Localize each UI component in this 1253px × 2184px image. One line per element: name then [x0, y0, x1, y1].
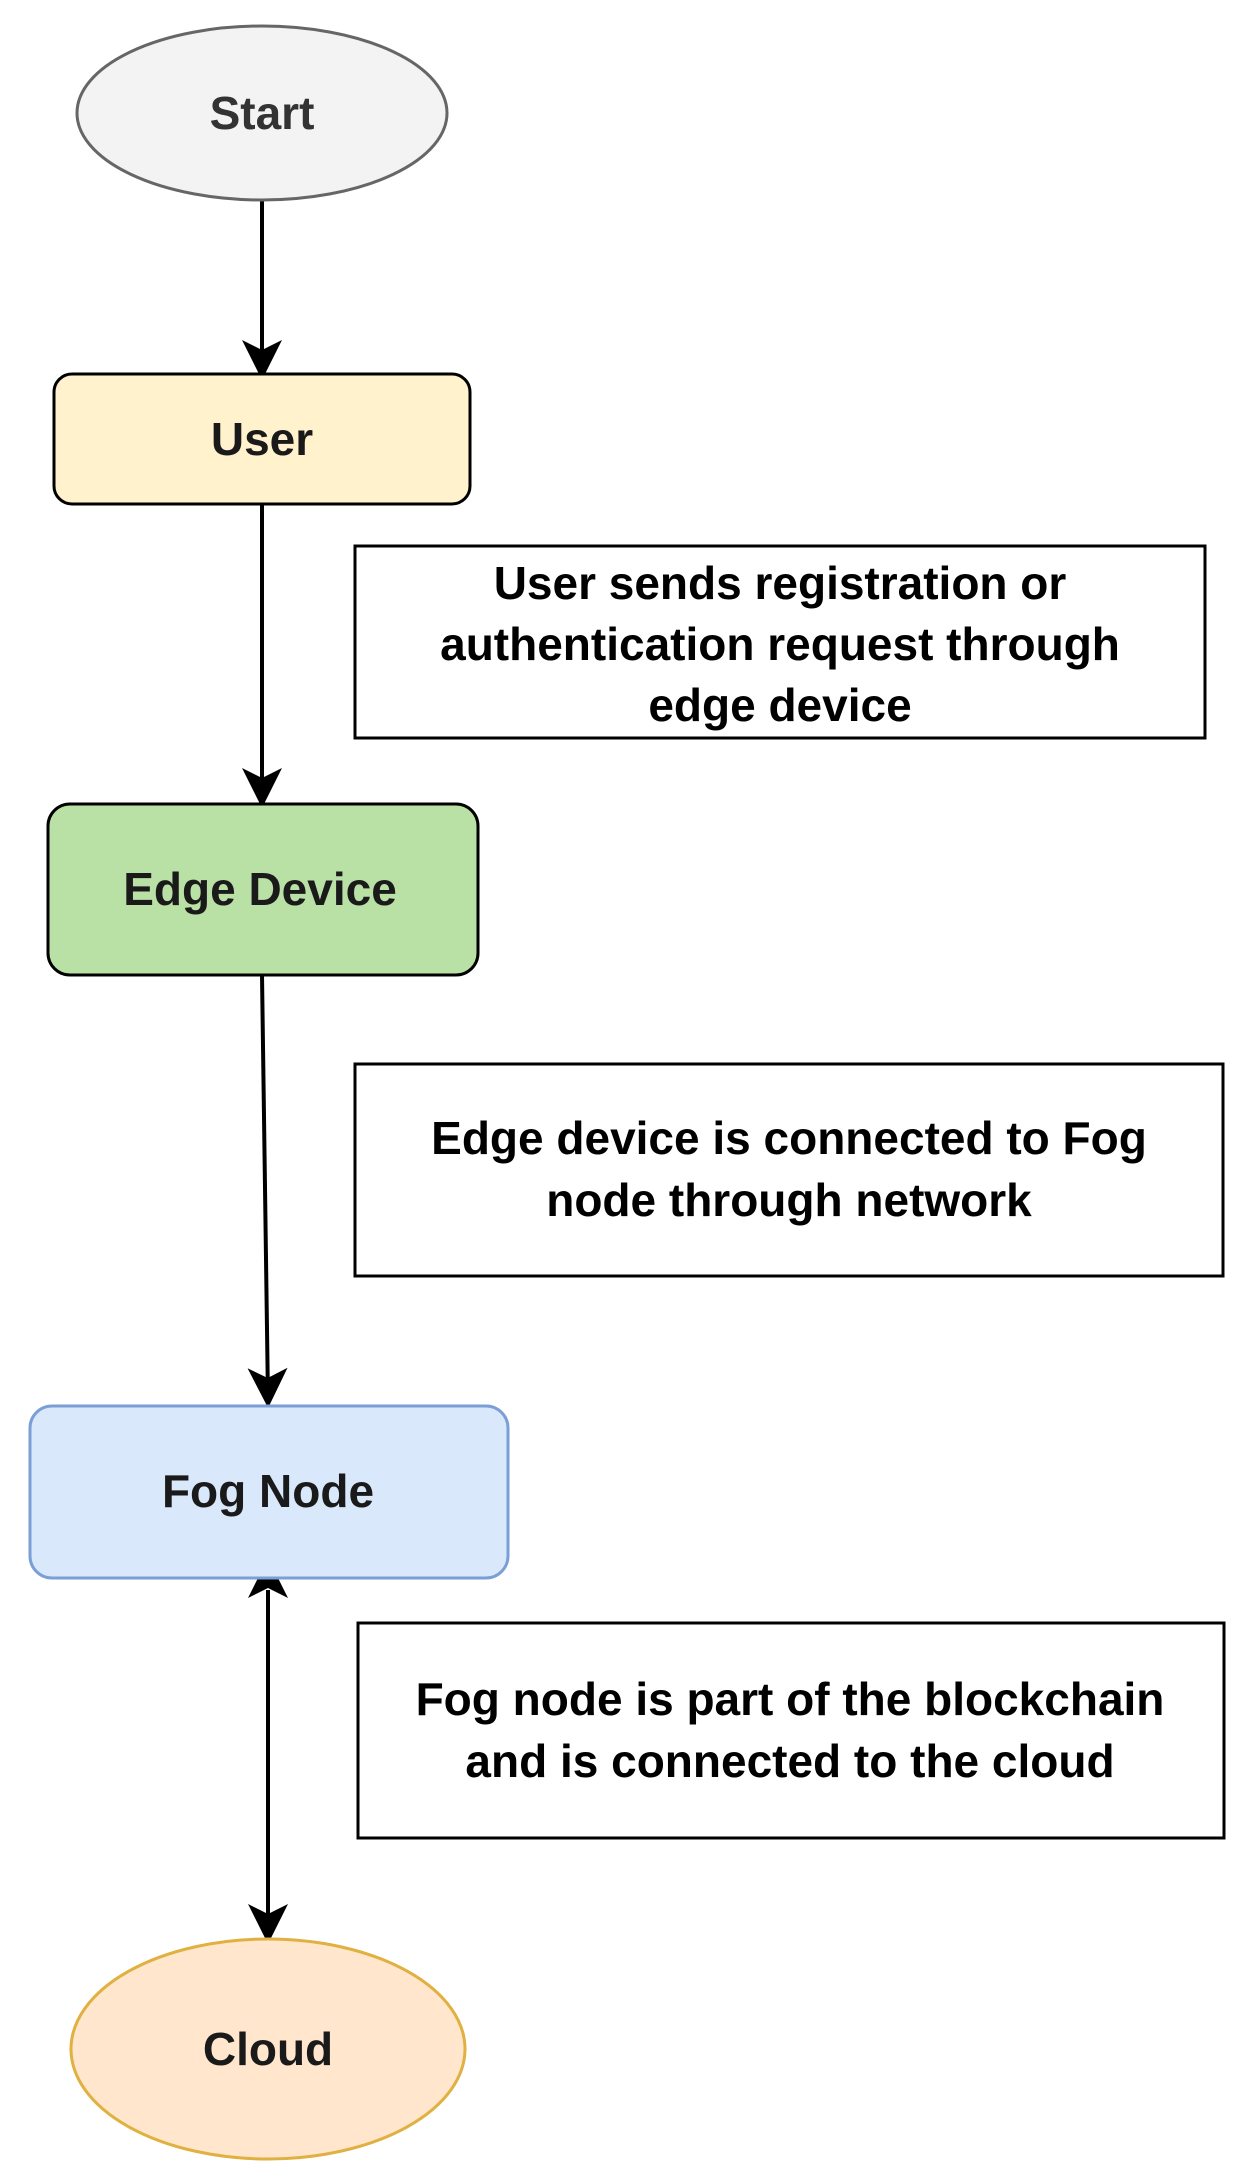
- note-fog-blockchain-box: [356, 1621, 1226, 1840]
- note2-line-2: node through network: [546, 1174, 1032, 1226]
- cloud-ellipse: [69, 1937, 467, 2161]
- note1-line-3: edge device: [648, 679, 911, 731]
- note3-line-1: Fog node is part of the blockchain: [416, 1673, 1165, 1725]
- note-registration-request: User sends registration or authenticatio…: [353, 544, 1207, 740]
- cloud-node: Cloud: [69, 1937, 467, 2161]
- note-edge-to-fog: Edge device is connected to Fog node thr…: [353, 1062, 1225, 1278]
- fog-node-box: [28, 1404, 510, 1580]
- note-registration-request-box: [353, 544, 1207, 740]
- user-node: User: [52, 372, 472, 506]
- edge-device-label: Edge Device: [123, 863, 397, 915]
- note-fog-blockchain: Fog node is part of the blockchain and i…: [356, 1621, 1226, 1840]
- user-box: [52, 372, 472, 506]
- note1-line-2: authentication request through: [440, 618, 1120, 670]
- fog-node-node: Fog Node: [28, 1404, 510, 1580]
- note1-line-1: User sends registration or: [494, 557, 1067, 609]
- note3-line-2: and is connected to the cloud: [465, 1735, 1114, 1787]
- arrow-edge-device-to-fog-node: [247, 974, 288, 1408]
- edge-device-box: [46, 802, 480, 977]
- fog-node-label: Fog Node: [162, 1465, 374, 1517]
- start-node: Start: [75, 24, 449, 202]
- start-label: Start: [210, 87, 315, 139]
- note2-line-1: Edge device is connected to Fog: [431, 1112, 1147, 1164]
- edge-device-node: Edge Device: [46, 802, 480, 977]
- cloud-label: Cloud: [203, 2023, 333, 2075]
- note-edge-to-fog-box: [353, 1062, 1225, 1278]
- user-label: User: [211, 413, 313, 465]
- start-ellipse: [75, 24, 449, 202]
